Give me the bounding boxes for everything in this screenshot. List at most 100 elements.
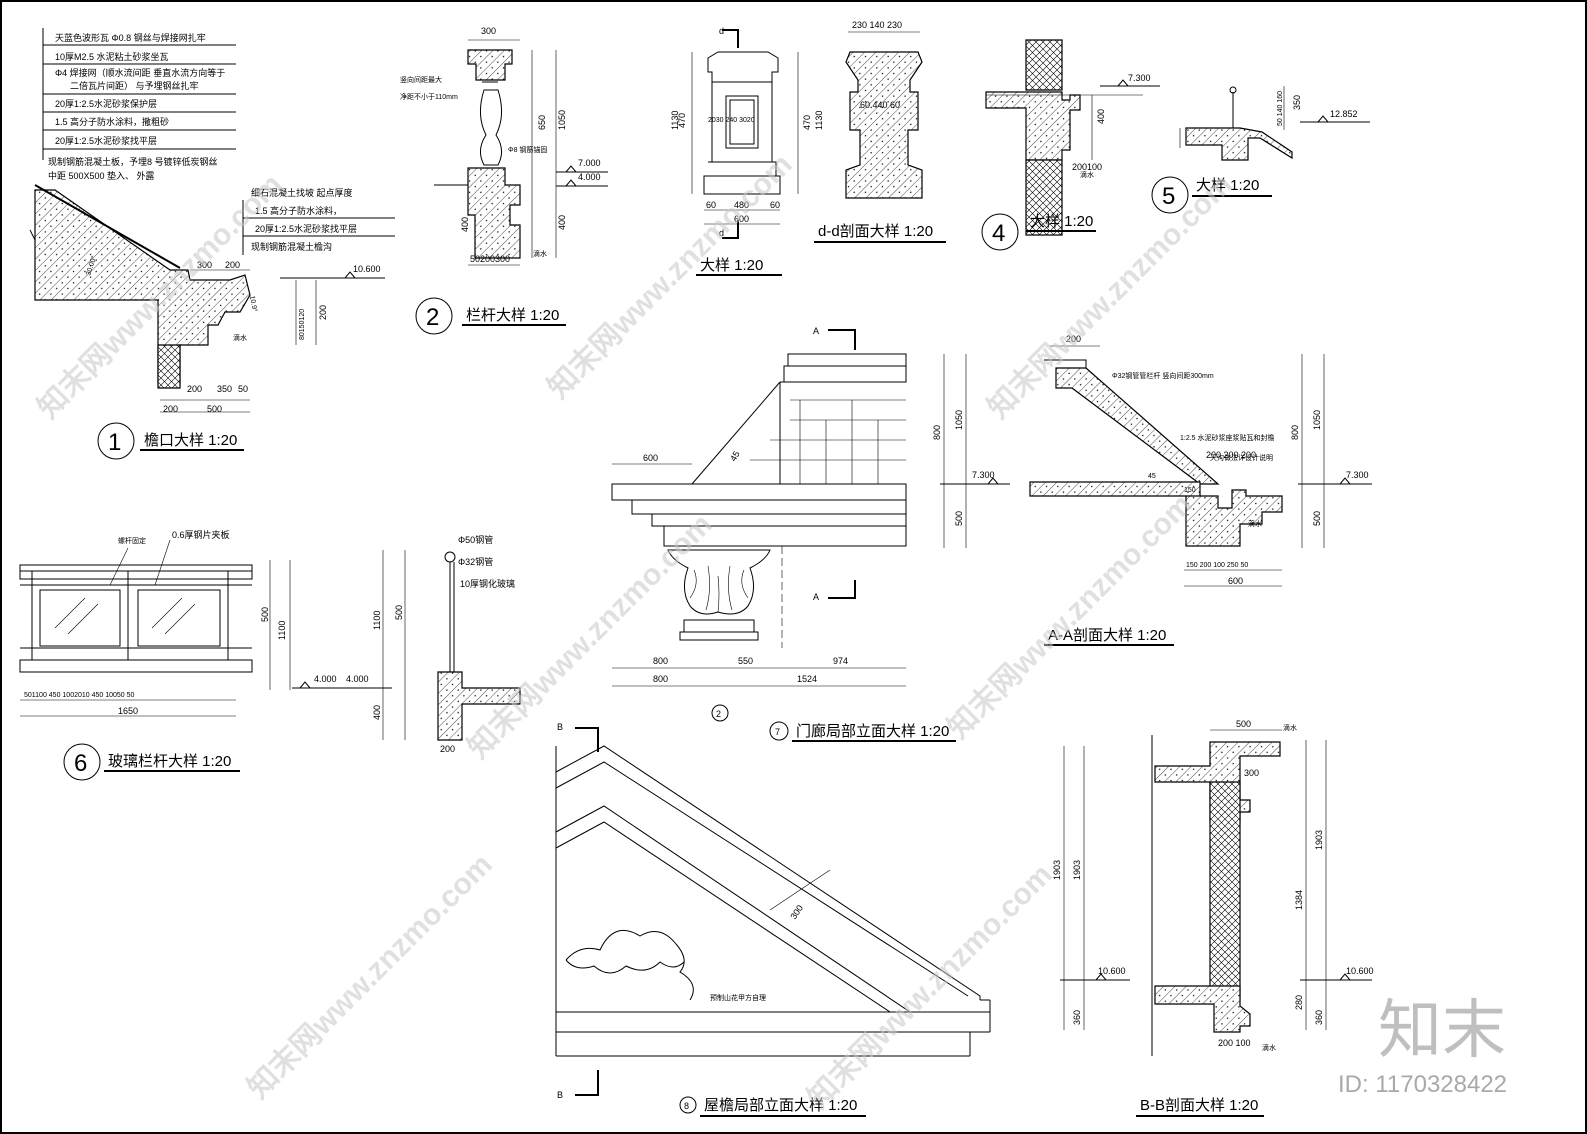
d2-dim-650: 650 bbox=[537, 115, 547, 130]
d2-dim-400: 400 bbox=[557, 215, 567, 230]
dd-dim-1130r: 1130 bbox=[814, 111, 824, 130]
d4-wall-lower bbox=[1025, 159, 1063, 236]
dd-marker-top: d bbox=[719, 26, 724, 36]
d8-number-circle bbox=[679, 1096, 697, 1114]
d6-dim-1100: 1100 bbox=[277, 621, 287, 640]
d7-dim-500: 500 bbox=[954, 511, 964, 526]
detail-AA-section: 200 Φ32钢管管栏杆 竖向间距300mm 1:2.5 水泥砂浆座浆贴瓦和封檐… bbox=[1029, 334, 1372, 646]
bb-drip-bot: 滴水 bbox=[1262, 1043, 1276, 1052]
dd-sec-dims-top: 230 140 230 bbox=[852, 20, 902, 30]
d8-dim-1903a: 1903 bbox=[1052, 860, 1062, 880]
d1-dim-b1: 200 bbox=[187, 384, 202, 394]
aa-dim-top: 200 bbox=[1066, 334, 1081, 344]
dd-section-title: d-d剖面大样 1:20 bbox=[818, 223, 933, 240]
d2-elev-2: 4.000 bbox=[578, 172, 601, 182]
d8-ornament bbox=[565, 929, 694, 1001]
dd-dim-60a: 60 bbox=[706, 200, 716, 210]
dd-marker-bot: d bbox=[719, 228, 724, 238]
d7-title: 门廊局部立面大样 1:20 bbox=[796, 723, 949, 740]
d1-dim-200: 200 bbox=[225, 260, 240, 270]
bb-elevation: 10.600 bbox=[1346, 966, 1374, 976]
dd-elev-outline bbox=[703, 51, 781, 195]
d2-dim-bot: 50200300 bbox=[470, 254, 510, 264]
detail-1-eave: 天蓝色波形瓦 Φ0.8 钢丝与焊接网扎牢 10厚M2.5 水泥粘土砂浆坐瓦 Φ4… bbox=[29, 28, 395, 460]
d2-dim-300: 300 bbox=[481, 26, 496, 36]
d7-number: 7 bbox=[775, 727, 780, 737]
d7-angle: 45 bbox=[728, 449, 742, 463]
d6-number: 6 bbox=[74, 750, 87, 777]
d1-dim-b3: 50 bbox=[238, 384, 248, 394]
detail-8-eave-elevation: B B 预制山花甲方自理 300 1903 1903 360 10.600 8 … bbox=[555, 722, 1130, 1117]
d1-dim-v2: 200 bbox=[318, 305, 328, 320]
aa-dim-mid: 200 200 200 bbox=[1206, 450, 1256, 460]
dd-dim-1130: 1130 bbox=[670, 111, 680, 130]
aa-dim-1050: 1050 bbox=[1312, 410, 1322, 430]
d1-note-7: 现制钢筋混凝土板，予埋8 号镀锌低炭钢丝 bbox=[48, 156, 218, 167]
bb-dim-360: 360 bbox=[1314, 1010, 1324, 1025]
d8-title: 屋檐局部立面大样 1:20 bbox=[704, 1097, 857, 1114]
dd-title: 大样 1:20 bbox=[700, 257, 763, 274]
d5-slab bbox=[1185, 127, 1293, 161]
bb-dims-bot: 200 100 bbox=[1218, 1038, 1251, 1048]
aa-title: A-A剖面大样 1:20 bbox=[1048, 627, 1166, 644]
watermark-7: 知末网www.znzmo.com bbox=[802, 858, 1059, 1115]
watermark-logo: 知末 bbox=[1378, 994, 1506, 1066]
d1-note-3: 二倍瓦片间距） 与予埋钢丝扎牢 bbox=[70, 80, 199, 91]
d6-elev-2: 4.000 bbox=[346, 674, 369, 684]
aa-elevation: 7.300 bbox=[1346, 470, 1369, 480]
d2-dim-400b: 400 bbox=[460, 217, 470, 232]
d4-title: 大样 1:20 bbox=[1030, 213, 1093, 230]
d5-number: 5 bbox=[1162, 183, 1175, 210]
detail-2-railing: 300 竖向间距最大 净距不小于110mm Φ8 钢筋锚固 650 1050 4… bbox=[400, 26, 608, 335]
d8-dim-300: 300 bbox=[788, 903, 805, 921]
d7-dim-800a: 800 bbox=[653, 656, 668, 666]
d2-note-1: 净距不小于110mm bbox=[400, 92, 458, 101]
dd-inner-dims: 2030 240 3020 bbox=[708, 117, 755, 124]
watermark-3: 知末网www.znzmo.com bbox=[982, 168, 1239, 425]
d2-number-circle bbox=[415, 297, 453, 335]
d1-note-5: 1.5 高分子防水涂料，撒粗砂 bbox=[55, 116, 169, 127]
detail1-notes-table: 天蓝色波形瓦 Φ0.8 钢丝与焊接网扎牢 10厚M2.5 水泥粘土砂浆坐瓦 Φ4… bbox=[42, 28, 236, 181]
d7-section-top: A bbox=[813, 326, 819, 336]
d1-gnote-0: 细石混凝土找坡 起点厚度 bbox=[251, 187, 353, 198]
bb-dim-500: 500 bbox=[1236, 719, 1251, 729]
aa-slab bbox=[1029, 481, 1283, 547]
d2-title: 栏杆大样 1:20 bbox=[466, 307, 559, 324]
d6-note-4: 10厚钢化玻璃 bbox=[460, 578, 515, 589]
aa-dim-45: 45 bbox=[1148, 473, 1156, 480]
d8-dim-360: 360 bbox=[1072, 1010, 1082, 1025]
d7-dim-550: 550 bbox=[738, 656, 753, 666]
aa-dim-800: 800 bbox=[1290, 425, 1300, 440]
dd-dim-480: 480 bbox=[734, 200, 749, 210]
detail-7-porch-elevation: A A 600 45 800 550 974 800 1524 2 800 10… bbox=[611, 326, 1010, 742]
d2-base bbox=[467, 167, 521, 259]
aa-note-0: Φ32钢管管栏杆 竖向间距300mm bbox=[1112, 371, 1214, 380]
d6-elev-1: 4.000 bbox=[314, 674, 337, 684]
d7-number-circle bbox=[769, 721, 789, 741]
d2-baluster bbox=[480, 81, 502, 166]
d1-dim-b2: 350 bbox=[217, 384, 232, 394]
bb-wall bbox=[1209, 781, 1241, 1001]
d1-note-2: Φ4 焊接网（顺水流间距 垂直水流方向等于 bbox=[55, 67, 225, 78]
d4-elevation: 7.300 bbox=[1128, 73, 1151, 83]
d1-note-1: 10厚M2.5 水泥粘土砂浆坐瓦 bbox=[55, 51, 169, 62]
d2-number: 2 bbox=[426, 304, 439, 331]
watermark-5: 知末网www.znzmo.com bbox=[942, 488, 1199, 745]
d6-title: 玻璃栏杆大样 1:20 bbox=[108, 753, 231, 770]
aa-dim-500: 500 bbox=[1312, 511, 1322, 526]
bb-drip-top: 滴水 bbox=[1283, 723, 1297, 732]
d6-side-1100: 1100 bbox=[372, 611, 382, 630]
watermark-6: 知末网www.znzmo.com bbox=[242, 848, 499, 1105]
d6-side-400: 400 bbox=[372, 705, 382, 720]
d1-number-circle bbox=[97, 422, 135, 460]
d1-title: 檐口大样 1:20 bbox=[144, 432, 237, 449]
aa-note-2: 天沟做法详设计说明 bbox=[1210, 453, 1273, 462]
d6-note-2: Φ50钢管 bbox=[458, 534, 493, 545]
d1-drip: 滴水 bbox=[233, 333, 247, 342]
d1-elevation: 10.600 bbox=[353, 264, 381, 274]
d4-dim-400: 400 bbox=[1096, 109, 1106, 124]
bb-base bbox=[1154, 985, 1251, 1033]
d6-side-500: 500 bbox=[394, 605, 404, 620]
d4-dim-bot: 200100 bbox=[1072, 162, 1102, 172]
